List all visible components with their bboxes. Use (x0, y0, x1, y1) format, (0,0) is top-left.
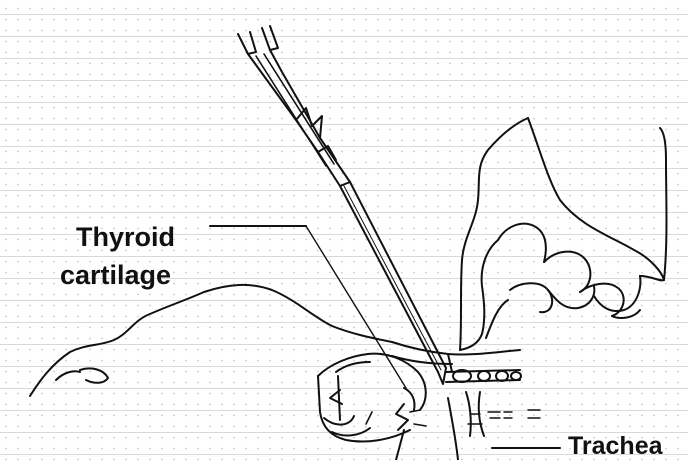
thyroid-cartilage-structure (318, 354, 426, 442)
trachea-structure (396, 370, 540, 460)
patient-profile (30, 285, 520, 396)
hand (460, 118, 667, 350)
label-thyroid-line2: cartilage (60, 262, 171, 289)
label-trachea: Trachea (568, 434, 663, 459)
label-thyroid-line1: Thyroid (76, 224, 175, 251)
